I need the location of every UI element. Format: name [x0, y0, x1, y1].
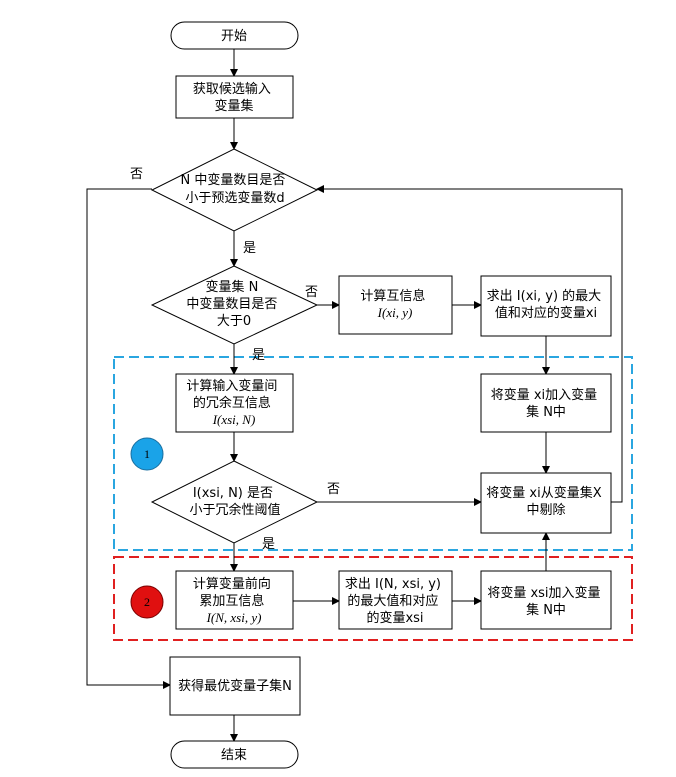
find-max-cumulative-box — [338, 570, 453, 630]
region-2-number: 2 — [144, 595, 150, 609]
compute-mi-label: 计算互信息 I(xi, y) — [360, 288, 429, 320]
add-var-1-label: 将变量 xi加入变量 集 N中 — [491, 387, 602, 420]
compute-mi-box — [338, 275, 453, 335]
predefined-yes-label: 是 — [243, 241, 256, 256]
check-predefined-label: N 中变量数目是否 小于预选变量数d — [181, 172, 290, 206]
predefined-no-label: 否 — [130, 167, 143, 182]
get-candidates-box — [175, 75, 294, 119]
add-var-1-box — [480, 373, 612, 433]
region-1-marker: 1 — [130, 437, 164, 471]
find-max-mi-box — [480, 275, 612, 337]
region-1-number: 1 — [144, 447, 150, 461]
compute-redundancy-label: 计算输入变量间 的冗余互信息 I(xsi, N) — [186, 378, 281, 427]
threshold-yes-label: 是 — [262, 537, 275, 552]
check-predefined-diamond — [150, 148, 319, 232]
region-2-border — [113, 556, 633, 641]
region-1-border — [113, 356, 633, 551]
threshold-no-label: 否 — [327, 482, 340, 497]
check-threshold-label: I(xsi, N) 是否 小于冗余性阈值 — [189, 486, 280, 518]
compute-cumulative-label: 计算变量前向 累加互信息 I(N, xsi, y) — [193, 576, 275, 625]
get-candidates-label: 获取候选输入 变量集 — [193, 81, 275, 114]
end-label: 结束 — [221, 748, 247, 763]
edge-remove-loop-back — [316, 185, 623, 503]
edge-check-no-to-optimal — [86, 188, 171, 689]
add-var-2-label: 将变量 xsi加入变量 集 N中 — [487, 585, 604, 618]
find-max-cumulative-label: 求出 I(N, xsi, y) 的最大值和对应 的变量xsi — [345, 577, 445, 626]
compute-redundancy-box — [175, 373, 294, 433]
get-optimal-label: 获得最优变量子集N — [178, 678, 292, 694]
compute-cumulative-box — [175, 570, 294, 630]
remove-var-label: 将变量 xi从变量集X 中剔除 — [486, 485, 605, 518]
end-node — [170, 740, 299, 769]
start-label: 开始 — [221, 29, 247, 44]
check-threshold-diamond — [150, 460, 319, 544]
find-max-mi-label: 求出 I(xi, y) 的最大 值和对应的变量xi — [487, 288, 606, 321]
get-optimal-box — [169, 656, 301, 716]
connectors — [86, 49, 623, 742]
check-gt-zero-label: 变量集 N 中变量数目是否 大于0 — [186, 279, 281, 329]
gt-zero-no-label: 否 — [305, 285, 318, 300]
start-node — [170, 21, 299, 50]
check-gt-zero-diamond — [150, 265, 319, 345]
remove-var-box — [480, 472, 612, 534]
region-2-marker: 2 — [130, 585, 164, 619]
add-var-2-box — [480, 570, 612, 630]
gt-zero-yes-label: 是 — [252, 348, 265, 363]
